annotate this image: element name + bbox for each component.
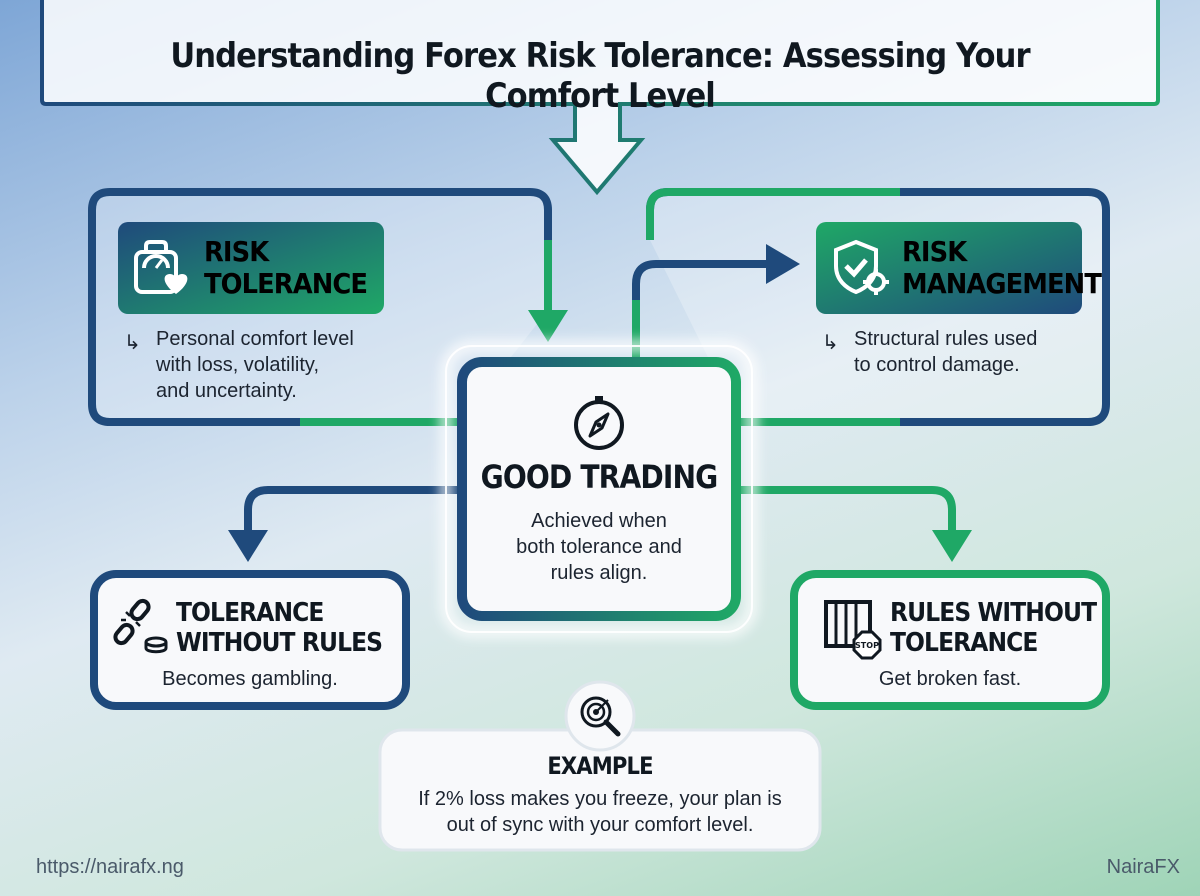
good-trading-description: Achieved when both tolerance and rules a…: [516, 510, 682, 584]
broken-chain-coins-icon: [113, 598, 168, 654]
example-title: EXAMPLE: [547, 752, 653, 780]
risk-management-description: Structural rules used to control damage.: [854, 328, 1038, 376]
target-magnifier-icon: [580, 696, 621, 737]
good-trading-frame: [457, 357, 741, 621]
good-trading-title: GOOD TRADING: [480, 458, 719, 496]
tolerance-without-rules-frame: [90, 570, 410, 710]
tolerance-without-rules-description: Becomes gambling.: [162, 668, 338, 690]
risk-management-title: RISK MANAGEMENT: [902, 235, 1102, 300]
title-frame: [40, 0, 1160, 196]
rules-without-tolerance-description: Get broken fast.: [878, 668, 1022, 690]
risk-tolerance-badge-content: RISK TOLERANCE: [118, 222, 384, 314]
example-description: If 2% loss makes you freeze, your plan i…: [418, 788, 782, 836]
corner-arrow-icon: ↳: [822, 332, 839, 354]
gauge-heart-icon: [134, 240, 188, 294]
tolerance-without-rules-title: TOLERANCE WITHOUT RULES: [176, 598, 383, 658]
stop-sign-text: STOP: [855, 641, 879, 650]
page-title: Understanding Forex Risk Tolerance: Asse…: [170, 36, 1030, 116]
footer-url[interactable]: https://nairafx.ng: [36, 856, 184, 878]
rules-without-tolerance-title: RULES WITHOUT TOLERANCE: [890, 598, 1097, 658]
footer-brand: NairaFX: [1106, 856, 1180, 878]
shield-gear-icon: [834, 239, 889, 295]
risk-management-badge: [816, 222, 1082, 314]
corner-arrow-icon: ↳: [124, 332, 141, 354]
jail-stop-icon: STOP: [824, 600, 882, 660]
risk-tolerance-badge: [118, 222, 384, 314]
risk-management-badge-content: RISK MANAGEMENT: [816, 222, 1102, 314]
compass-icon: [574, 396, 624, 450]
risk-tolerance-title: RISK TOLERANCE: [204, 235, 368, 300]
risk-tolerance-description: Personal comfort level with loss, volati…: [156, 328, 354, 402]
